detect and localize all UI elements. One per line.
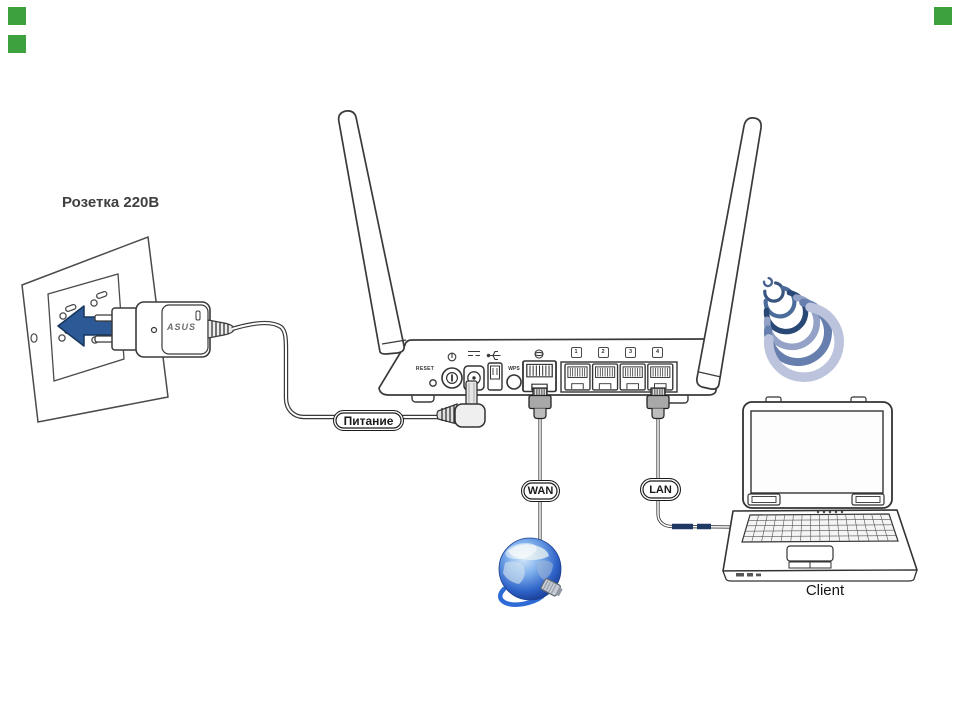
lan-cable — [656, 418, 732, 530]
wan-globe-icon — [534, 349, 544, 359]
lan-port-4 — [647, 363, 674, 391]
power-cord — [231, 320, 440, 420]
selection-handle[interactable] — [8, 7, 26, 25]
selection-handle[interactable] — [934, 7, 952, 25]
strain-relief — [211, 321, 229, 337]
lan-port-1 — [564, 363, 591, 391]
adapter-brand-logo: ASUS — [167, 322, 197, 332]
outlet-screw — [30, 333, 38, 343]
laptop — [722, 396, 918, 582]
dc-plug — [436, 380, 486, 428]
lan-cable-tag: LAN — [640, 478, 681, 501]
wifi-signal-icon — [762, 276, 844, 382]
wps-label: WPS — [508, 366, 520, 372]
antenna-left — [337, 110, 405, 355]
lan-number-icon-2: 2 — [597, 347, 609, 358]
power-cable-tag: Питание — [333, 410, 404, 431]
outlet-label: Розетка 220В — [62, 194, 160, 211]
selection-handle[interactable] — [8, 35, 26, 53]
router — [337, 110, 762, 404]
reset-label: RESET — [415, 366, 435, 372]
client-label: Client — [805, 582, 845, 599]
power-button — [441, 367, 463, 389]
internet-globe-icon — [498, 537, 563, 607]
adapter-led — [150, 326, 158, 334]
lan-number-icon-4: 4 — [652, 347, 663, 358]
status-leds — [816, 510, 844, 514]
lan-port-3 — [619, 363, 646, 391]
reset-pinhole — [429, 379, 437, 387]
wan-port — [522, 360, 557, 393]
front-ports — [736, 573, 761, 577]
power-adapter — [94, 301, 235, 358]
lan-number-icon-3: 3 — [625, 347, 636, 358]
usb-icon — [486, 350, 501, 361]
laptop-touchpad — [786, 545, 834, 562]
lan-number-icon-1: 1 — [570, 347, 582, 358]
rj45-connector — [540, 578, 563, 597]
dc-in-icon — [468, 350, 480, 357]
wan-cable-tag: WAN — [521, 480, 560, 502]
laptop-screen — [750, 410, 884, 494]
usb-port — [487, 362, 503, 391]
wps-button — [506, 374, 522, 390]
antenna-right — [696, 117, 762, 390]
lan-port-2 — [591, 363, 619, 391]
